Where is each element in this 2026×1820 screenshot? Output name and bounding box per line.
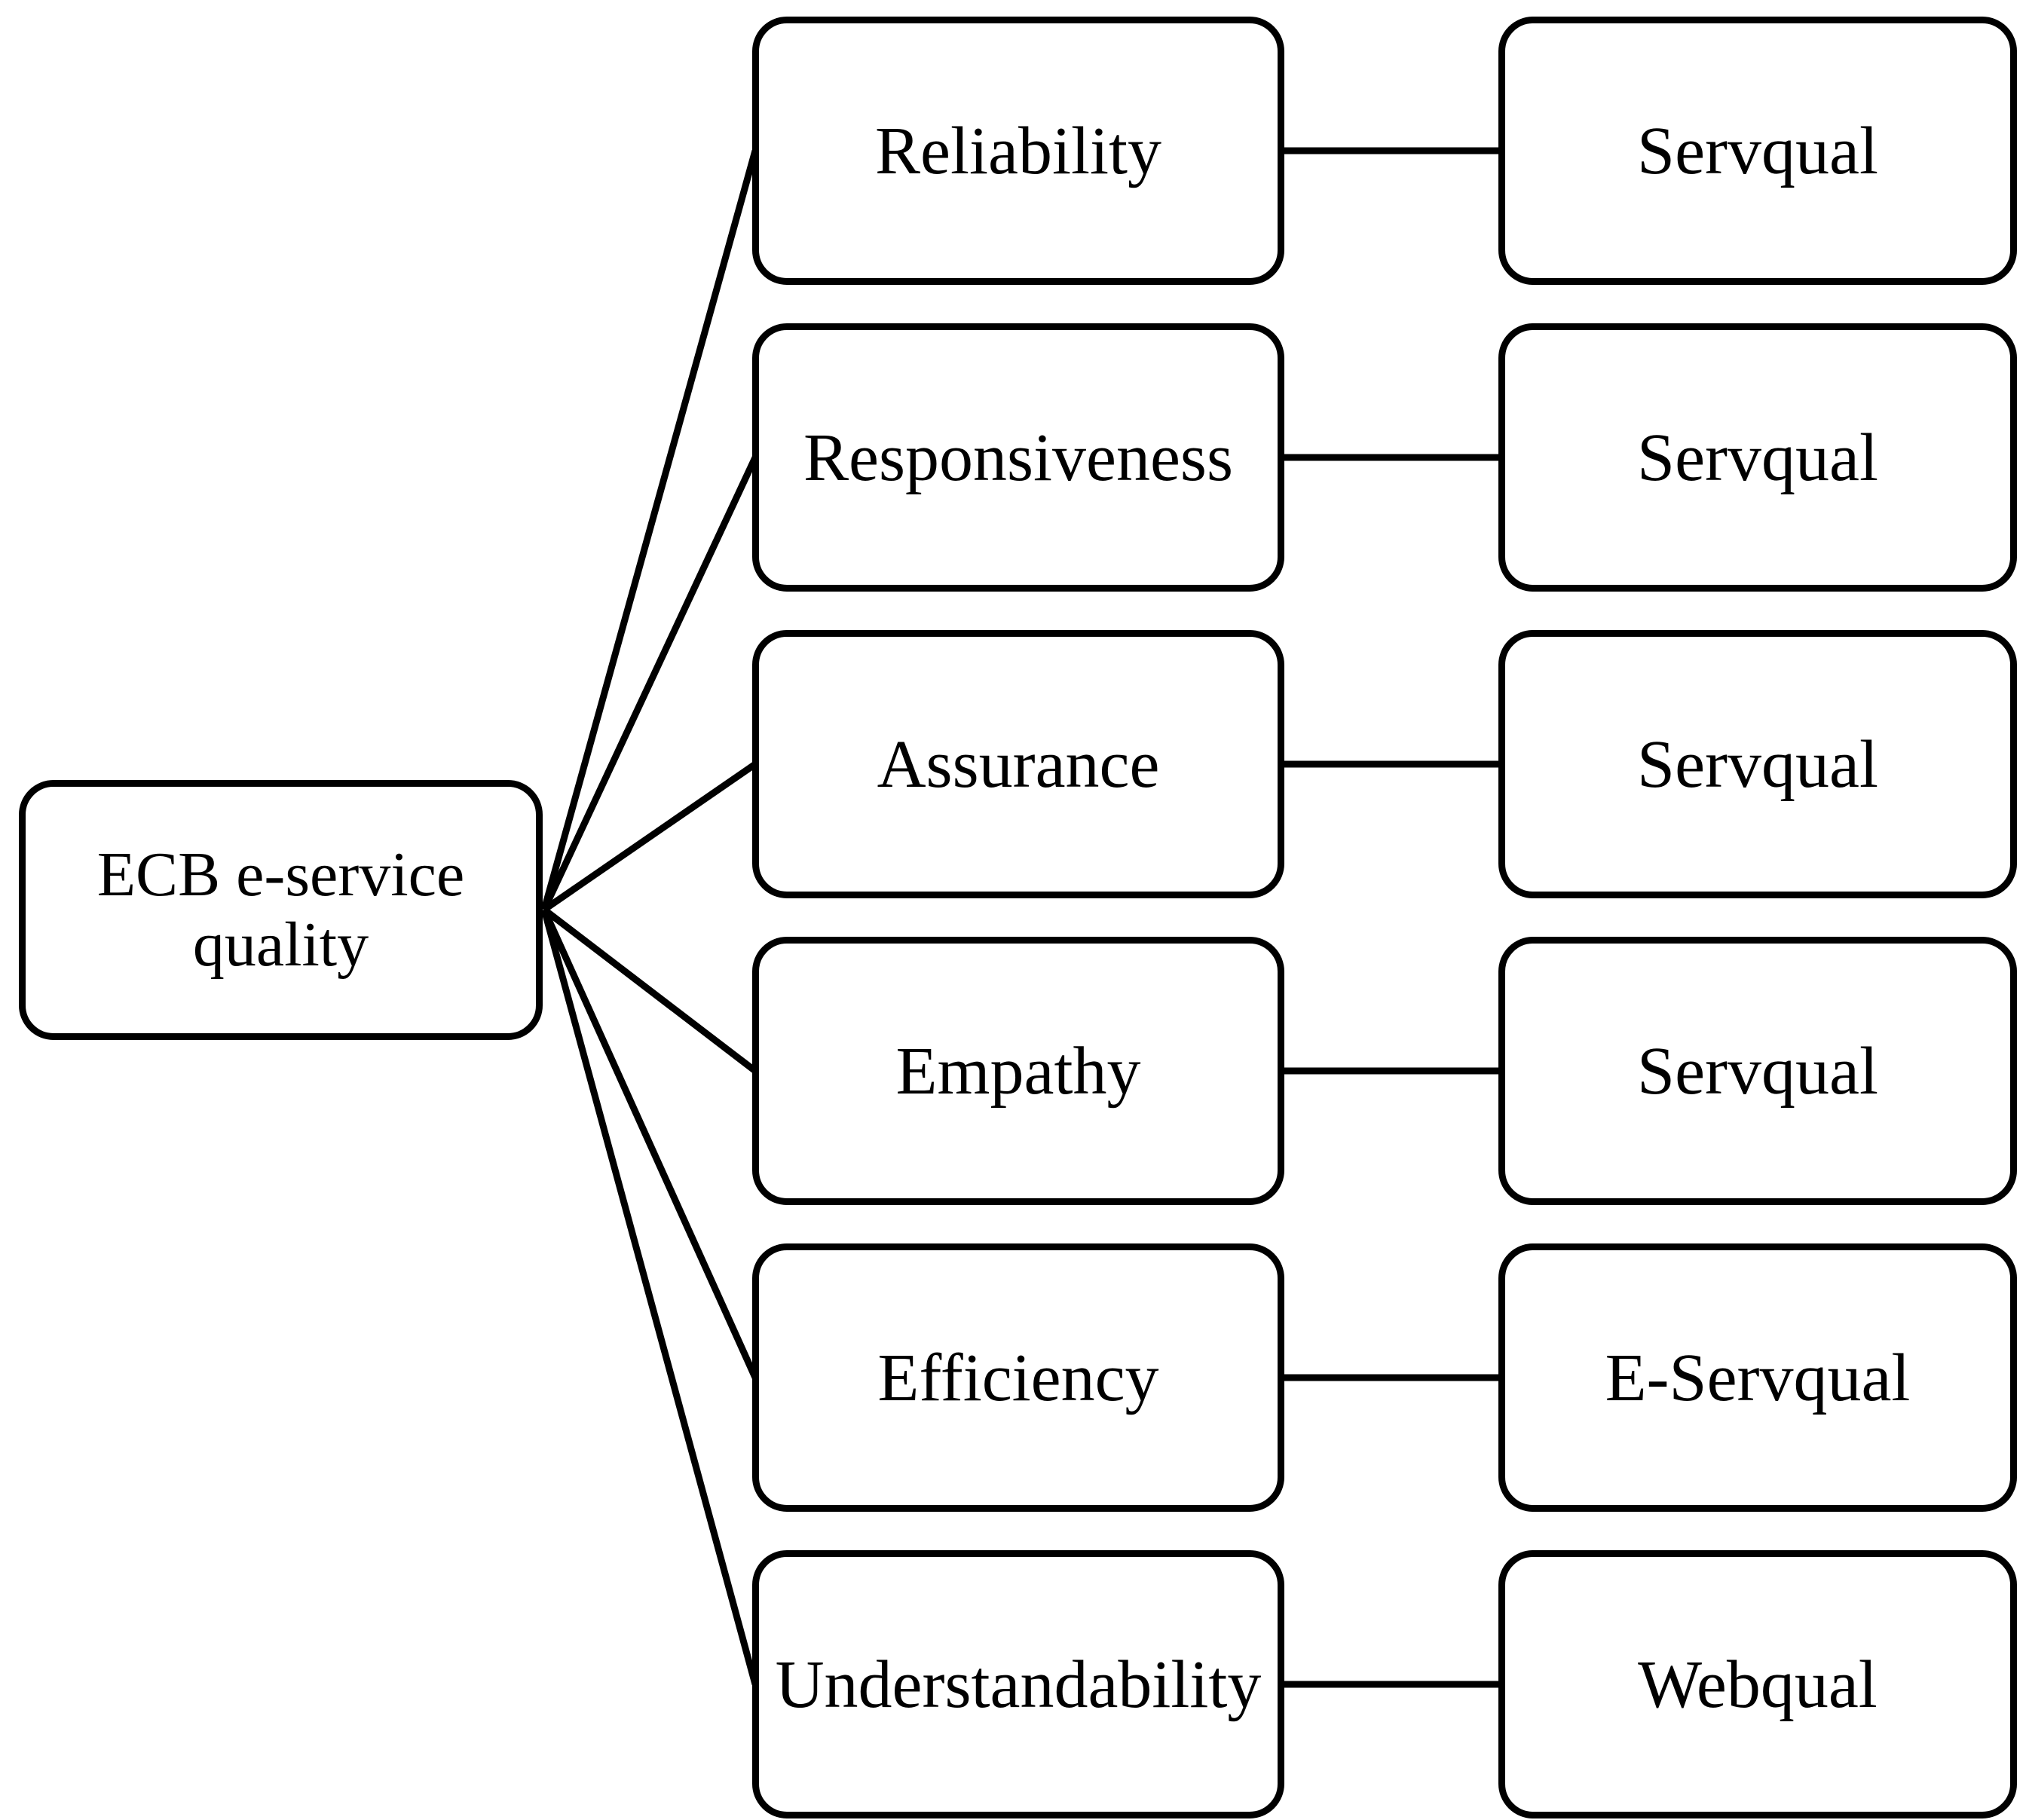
node-dimension-reliability: Reliability <box>752 17 1284 285</box>
node-model-label: E-Servqual <box>1605 1340 1911 1415</box>
edge-root-assurance <box>542 761 757 913</box>
node-dimension-responsiveness: Responsiveness <box>752 323 1284 592</box>
node-dimension-label: Efficiency <box>877 1340 1159 1415</box>
edge-root-understandability <box>540 908 759 1686</box>
node-model-eservqual: E-Servqual <box>1498 1243 2017 1512</box>
node-dimension-understandability: Understandability <box>752 1550 1284 1818</box>
node-dimension-label: Assurance <box>877 726 1160 802</box>
node-model-label: Servqual <box>1637 420 1878 495</box>
node-dimension-label: Reliability <box>875 113 1161 188</box>
node-dimension-label: Responsiveness <box>803 420 1233 495</box>
node-model-label: Servqual <box>1637 113 1878 188</box>
node-root-label: ECB e-service quality <box>96 840 465 980</box>
node-model-label: Servqual <box>1637 1033 1878 1109</box>
node-dimension-empathy: Empathy <box>752 937 1284 1205</box>
edge-root-efficiency <box>540 908 759 1379</box>
node-model-servqual-1: Servqual <box>1498 17 2017 285</box>
node-dimension-assurance: Assurance <box>752 630 1284 898</box>
node-root-ecb-e-service-quality: ECB e-service quality <box>19 780 543 1040</box>
node-dimension-efficiency: Efficiency <box>752 1243 1284 1512</box>
node-model-servqual-3: Servqual <box>1498 630 2017 898</box>
node-dimension-label: Empathy <box>895 1033 1141 1109</box>
node-model-label: Webqual <box>1638 1647 1878 1722</box>
edge-root-reliability <box>540 149 759 911</box>
node-model-servqual-4: Servqual <box>1498 937 2017 1205</box>
node-model-servqual-2: Servqual <box>1498 323 2017 592</box>
edge-root-empathy <box>542 907 757 1074</box>
node-model-label: Servqual <box>1637 726 1878 802</box>
node-model-webqual: Webqual <box>1498 1550 2017 1818</box>
edge-root-responsiveness <box>540 456 759 911</box>
node-dimension-label: Understandability <box>775 1647 1262 1722</box>
